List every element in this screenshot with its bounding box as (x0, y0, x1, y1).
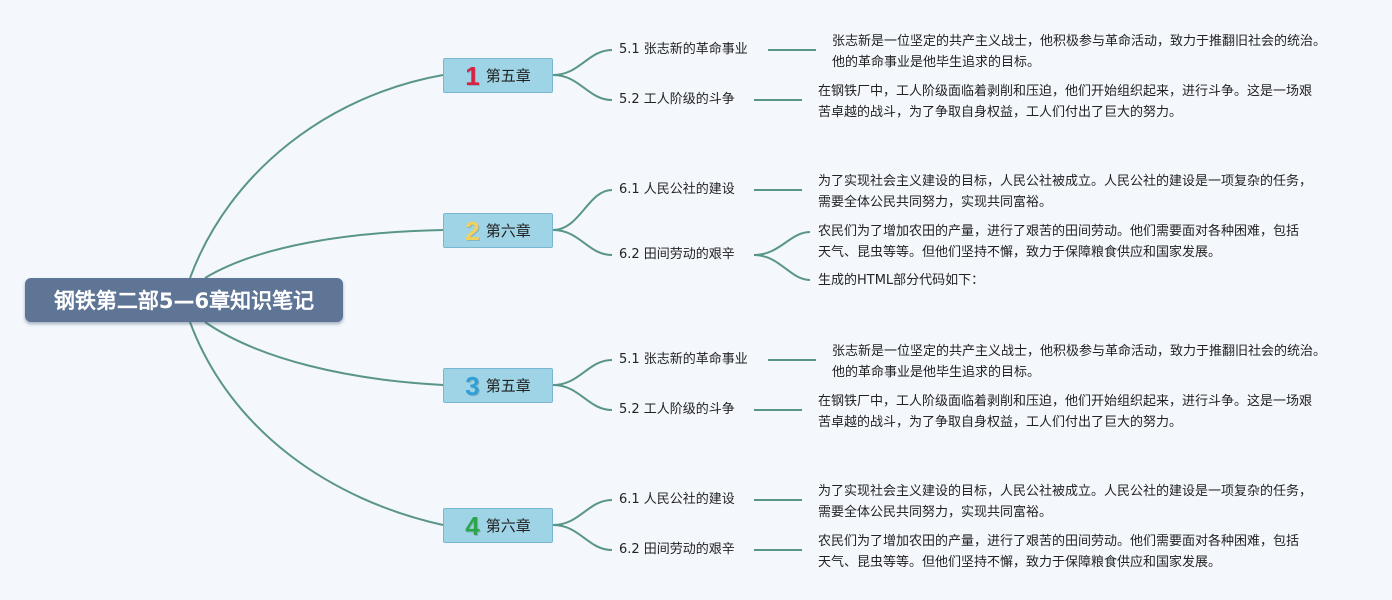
number-2-badge-icon: 2 (465, 215, 480, 246)
section-node-6-1[interactable]: 6.1 人民公社的建设 (619, 182, 735, 197)
section-node-6-2[interactable]: 6.2 田间劳动的艰辛 (619, 247, 735, 262)
link-root-chapter-1 (189, 74, 444, 279)
link-chapter-1-section-1 (552, 49, 613, 76)
link-chapter-2-section-1 (552, 189, 613, 231)
chapter-label: 第六章 (485, 517, 531, 535)
link-root-chapter-2 (204, 229, 444, 279)
chapter-node-4[interactable]: 4 第六章 (443, 508, 553, 543)
link-chapter-4-section-1 (552, 499, 613, 526)
chapter-node-1[interactable]: 1 第五章 (443, 58, 553, 93)
note-5-1: 张志新是一位坚定的共产主义战士，他积极参与革命活动，致力于推翻旧社会的统治。他的… (832, 344, 1327, 380)
number-4-badge-icon: 4 (465, 510, 480, 541)
link-chapter-3-section-2 (552, 384, 613, 411)
link-root-chapter-4 (189, 321, 444, 526)
note-5-2: 在钢铁厂中，工人阶级面临着剥削和压迫，他们开始组织起来，进行斗争。这是一场艰苦卓… (818, 394, 1313, 430)
link-note-6-2-a (753, 231, 811, 256)
root-topic[interactable]: 钢铁第二部5—6章知识笔记 (25, 278, 343, 322)
number-1-badge-icon: 1 (465, 60, 480, 91)
note-6-2-extra: 生成的HTML部分代码如下： (818, 273, 985, 288)
section-node-5-1[interactable]: 5.1 张志新的革命事业 (619, 42, 748, 57)
section-node-5-2[interactable]: 5.2 工人阶级的斗争 (619, 402, 735, 417)
link-chapter-1-section-2 (552, 74, 613, 101)
link-note-6-2-b (753, 254, 811, 281)
note-6-1: 为了实现社会主义建设的目标，人民公社被成立。人民公社的建设是一项复杂的任务，需要… (818, 484, 1313, 520)
note-5-2: 在钢铁厂中，工人阶级面临着剥削和压迫，他们开始组织起来，进行斗争。这是一场艰苦卓… (818, 84, 1313, 120)
chapter-label: 第五章 (485, 377, 531, 395)
chapter-label: 第六章 (485, 222, 531, 240)
root-title: 钢铁第二部5—6章知识笔记 (53, 289, 315, 313)
section-node-5-2[interactable]: 5.2 工人阶级的斗争 (619, 92, 735, 107)
link-chapter-2-section-2 (552, 229, 613, 256)
section-node-6-2[interactable]: 6.2 田间劳动的艰辛 (619, 542, 735, 557)
link-root-chapter-3 (204, 321, 444, 386)
note-6-1: 为了实现社会主义建设的目标，人民公社被成立。人民公社的建设是一项复杂的任务，需要… (818, 174, 1313, 210)
note-6-2: 农民们为了增加农田的产量，进行了艰苦的田间劳动。他们需要面对各种困难，包括天气、… (818, 534, 1300, 570)
note-6-2: 农民们为了增加农田的产量，进行了艰苦的田间劳动。他们需要面对各种困难，包括天气、… (818, 224, 1300, 260)
chapter-node-3[interactable]: 3 第五章 (443, 368, 553, 403)
link-chapter-4-section-2 (552, 524, 613, 551)
link-chapter-3-section-1 (552, 359, 613, 386)
note-5-1: 张志新是一位坚定的共产主义战士，他积极参与革命活动，致力于推翻旧社会的统治。他的… (832, 34, 1327, 70)
chapter-node-2[interactable]: 2 第六章 (443, 213, 553, 248)
section-node-6-1[interactable]: 6.1 人民公社的建设 (619, 492, 735, 507)
section-node-5-1[interactable]: 5.1 张志新的革命事业 (619, 352, 748, 367)
chapter-label: 第五章 (485, 67, 531, 85)
number-3-badge-icon: 3 (465, 370, 480, 401)
